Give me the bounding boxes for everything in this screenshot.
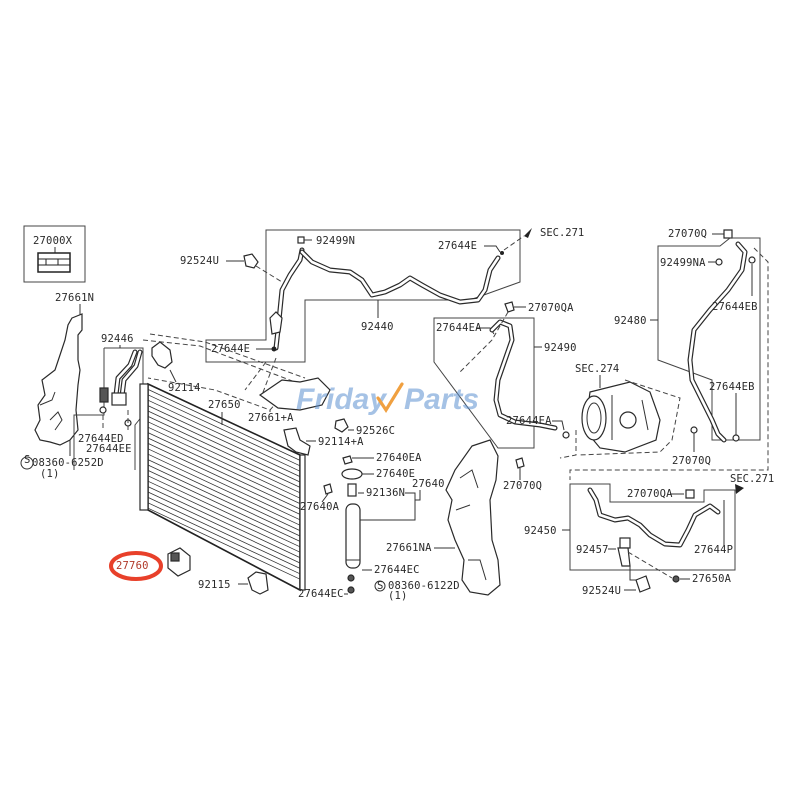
- label-92115: 92115: [198, 579, 231, 591]
- section-ref-sec271-right[interactable]: SEC.271: [730, 473, 774, 485]
- compressor-sec274: SEC.274: [575, 363, 681, 456]
- label-27640e: 27640E: [376, 468, 415, 480]
- watermark-text-left: Friday: [296, 383, 387, 416]
- label-27644e-top: 27644E: [438, 240, 477, 252]
- pipe-92490: 27070QA 27644EA 92490 27644EA 27070Q: [433, 301, 577, 492]
- bracket-92114a: 92114+A: [283, 427, 364, 456]
- label-27070q-top: 27070Q: [668, 228, 707, 240]
- label-92440: 92440: [361, 321, 394, 333]
- watermark-logo: Friday Parts: [296, 382, 479, 416]
- checkmark-icon: [376, 382, 404, 413]
- label-27661a: 27661+A: [248, 412, 294, 424]
- air-guide-27661na: 27661NA: [386, 439, 501, 596]
- label-92114a: 92114+A: [318, 436, 364, 448]
- label-27760: 27760: [116, 560, 149, 572]
- label-27644p: 27644P: [694, 544, 733, 556]
- pressure-switch-27760: 27760: [109, 547, 191, 581]
- label-92499n: 92499N: [316, 235, 355, 247]
- label-27650: 27650: [208, 399, 241, 411]
- label-27661na: 27661NA: [386, 542, 432, 554]
- label-27644ec-right: 27644EC: [374, 564, 420, 576]
- label-27640ea: 27640EA: [376, 452, 422, 464]
- label-27661n: 27661N: [55, 292, 94, 304]
- highlight-circle: [109, 551, 163, 581]
- arrow-icon: [735, 484, 744, 494]
- label-27644eb-top: 27644EB: [712, 301, 758, 313]
- label-08360-6122d: 08360-6122D: [388, 580, 460, 592]
- label-27070qa-low: 27070QA: [627, 488, 673, 500]
- bracket-92115: 92115: [198, 571, 269, 595]
- condenser-27650: 27650: [139, 382, 306, 592]
- label-27644e-left: 27644E: [211, 343, 250, 355]
- label-92490: 92490: [544, 342, 577, 354]
- label-27644eb-bot: 27644EB: [709, 381, 755, 393]
- air-guide-left-27661n: 27661N: [34, 292, 94, 446]
- label-27640: 27640: [412, 478, 445, 490]
- label-92499na: 92499NA: [660, 257, 706, 269]
- label-08360-6252d: 08360-6252D: [32, 457, 104, 469]
- label-92446: 92446: [101, 333, 134, 345]
- label-92526c: 92526C: [356, 425, 395, 437]
- label-92136n: 92136N: [366, 487, 405, 499]
- label-27640a: 27640A: [300, 501, 340, 513]
- s-mark-2: S: [377, 580, 383, 592]
- label-card-27000x: 27000X: [23, 225, 86, 283]
- label-27644ea-mid: 27644EA: [506, 415, 552, 427]
- watermark-text-right: Parts: [404, 383, 479, 416]
- label-27070q-right: 27070Q: [672, 455, 711, 467]
- label-92457: 92457: [576, 544, 609, 556]
- label-92524u-bot: 92524U: [582, 585, 621, 597]
- label-qty-6252d: (1): [40, 468, 60, 480]
- receiver-drier-27640: 27640EA 27640E 27640A 92136N 27640 27644…: [298, 452, 460, 602]
- label-27070qa-top: 27070QA: [528, 302, 574, 314]
- label-27070q-mid: 27070Q: [503, 480, 542, 492]
- label-27644ed: 27644ED: [78, 433, 124, 445]
- harness-92446: 92446 27644ED 27644EE: [73, 333, 144, 470]
- label-92524u-top: 92524U: [180, 255, 219, 267]
- section-ref-sec271-top[interactable]: SEC.271: [540, 227, 584, 239]
- label-92480: 92480: [614, 315, 647, 327]
- label-27650a: 27650A: [692, 573, 732, 585]
- label-27644ec-left: 27644EC: [298, 588, 344, 600]
- pipe-92480: 27070Q 92499NA 27644EB 92480 27644EB 270…: [569, 228, 769, 480]
- pipe-92450: SEC.271 92450 27070QA 27644P 92457 27650…: [524, 473, 774, 597]
- air-guide-27661a: 27661+A: [248, 377, 331, 424]
- label-27644ee: 27644EE: [86, 443, 132, 455]
- label-27644ea-top: 27644EA: [436, 322, 482, 334]
- label-qty-6122d: (1): [388, 590, 408, 602]
- label-92114: 92114: [168, 382, 201, 394]
- pipe-92440: 92524U 92499N 27644E SEC.271 27644E 9244…: [180, 227, 584, 396]
- label-27000x: 27000X: [33, 235, 73, 247]
- section-ref-sec274[interactable]: SEC.274: [575, 363, 619, 375]
- s-mark: S: [24, 454, 30, 466]
- label-92450: 92450: [524, 525, 557, 537]
- bracket-92114: 92114: [151, 341, 201, 394]
- clip-92526c: 92526C: [334, 418, 395, 437]
- arrow-icon: [524, 228, 532, 238]
- screw-symbol-icon: [20, 456, 34, 470]
